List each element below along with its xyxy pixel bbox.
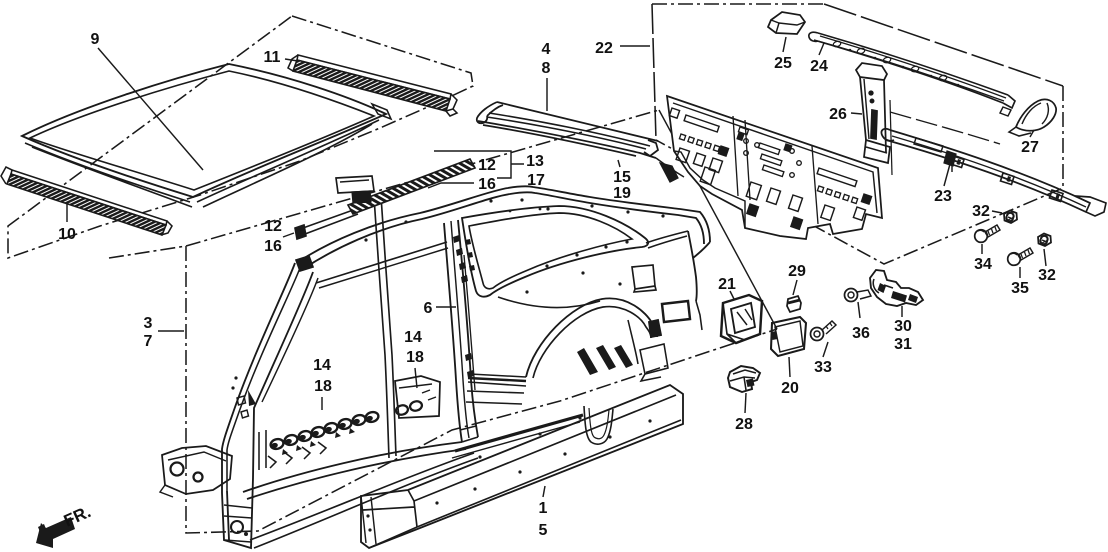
svg-text:35: 35 — [1011, 280, 1029, 297]
svg-text:18: 18 — [314, 378, 332, 395]
svg-text:25: 25 — [774, 55, 792, 72]
svg-text:23: 23 — [934, 188, 952, 205]
svg-text:34: 34 — [974, 256, 992, 273]
svg-text:6: 6 — [424, 300, 433, 317]
svg-text:3: 3 — [144, 315, 153, 332]
svg-text:13: 13 — [526, 153, 544, 170]
svg-text:19: 19 — [613, 185, 631, 202]
svg-text:17: 17 — [527, 172, 545, 189]
svg-text:24: 24 — [810, 58, 828, 75]
svg-text:9: 9 — [91, 31, 100, 48]
svg-text:36: 36 — [852, 325, 870, 342]
svg-text:11: 11 — [264, 49, 281, 66]
svg-text:12: 12 — [264, 218, 282, 235]
svg-text:33: 33 — [814, 359, 832, 376]
svg-text:28: 28 — [735, 416, 753, 433]
svg-text:16: 16 — [478, 176, 496, 193]
svg-text:29: 29 — [788, 263, 806, 280]
svg-text:14: 14 — [313, 357, 331, 374]
svg-text:8: 8 — [542, 60, 551, 77]
svg-text:30: 30 — [894, 318, 912, 335]
svg-text:32: 32 — [972, 203, 990, 220]
svg-text:5: 5 — [539, 522, 548, 539]
svg-text:15: 15 — [613, 169, 631, 186]
svg-text:FR.: FR. — [61, 502, 94, 530]
svg-text:16: 16 — [264, 238, 282, 255]
svg-text:26: 26 — [829, 106, 847, 123]
svg-text:12: 12 — [478, 157, 496, 174]
svg-text:21: 21 — [718, 276, 736, 293]
svg-text:22: 22 — [595, 40, 613, 57]
svg-text:4: 4 — [542, 41, 551, 58]
svg-text:32: 32 — [1038, 267, 1056, 284]
svg-text:1: 1 — [539, 500, 548, 517]
svg-text:18: 18 — [406, 349, 424, 366]
svg-text:14: 14 — [404, 329, 422, 346]
svg-text:20: 20 — [781, 380, 799, 397]
svg-text:31: 31 — [894, 336, 912, 353]
svg-text:10: 10 — [58, 226, 76, 243]
svg-text:27: 27 — [1021, 139, 1039, 156]
svg-text:7: 7 — [144, 333, 153, 350]
